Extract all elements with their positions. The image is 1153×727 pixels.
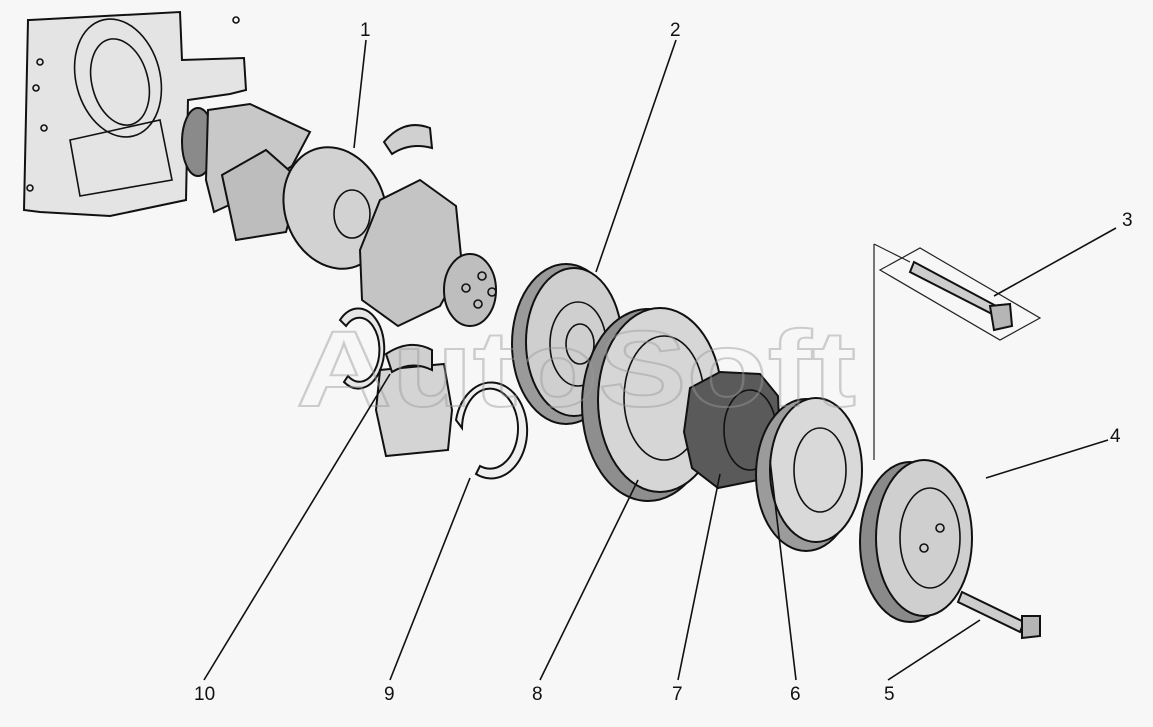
callout-4: 4 — [1110, 426, 1121, 447]
clutch-disc — [581, 307, 723, 502]
axis-guides — [873, 243, 1042, 460]
callout-5: 5 — [884, 684, 895, 705]
callout-7: 7 — [672, 684, 683, 705]
watermark: AutoSoft — [296, 308, 856, 429]
bearing-shell-upper — [382, 124, 434, 156]
callout-8: 8 — [532, 684, 543, 705]
pulley-ring — [755, 397, 863, 552]
crank-pulley — [859, 459, 973, 623]
crankshaft — [181, 102, 497, 328]
thrust-half-ring — [338, 307, 386, 390]
callout-6: 6 — [790, 684, 801, 705]
callout-2: 2 — [670, 20, 681, 41]
callout-labels: 1 2 3 4 5 6 7 8 9 10 — [194, 20, 1133, 705]
leader-lines — [203, 39, 1117, 681]
callout-9: 9 — [384, 684, 395, 705]
callout-1: 1 — [360, 20, 371, 41]
engine-block — [22, 10, 248, 218]
bolt-long — [908, 260, 1014, 332]
bolt-short — [956, 590, 1041, 640]
retaining-ring — [454, 381, 529, 480]
main-bearing-cap — [374, 343, 454, 458]
callout-10: 10 — [194, 684, 215, 705]
callout-3: 3 — [1122, 210, 1133, 231]
